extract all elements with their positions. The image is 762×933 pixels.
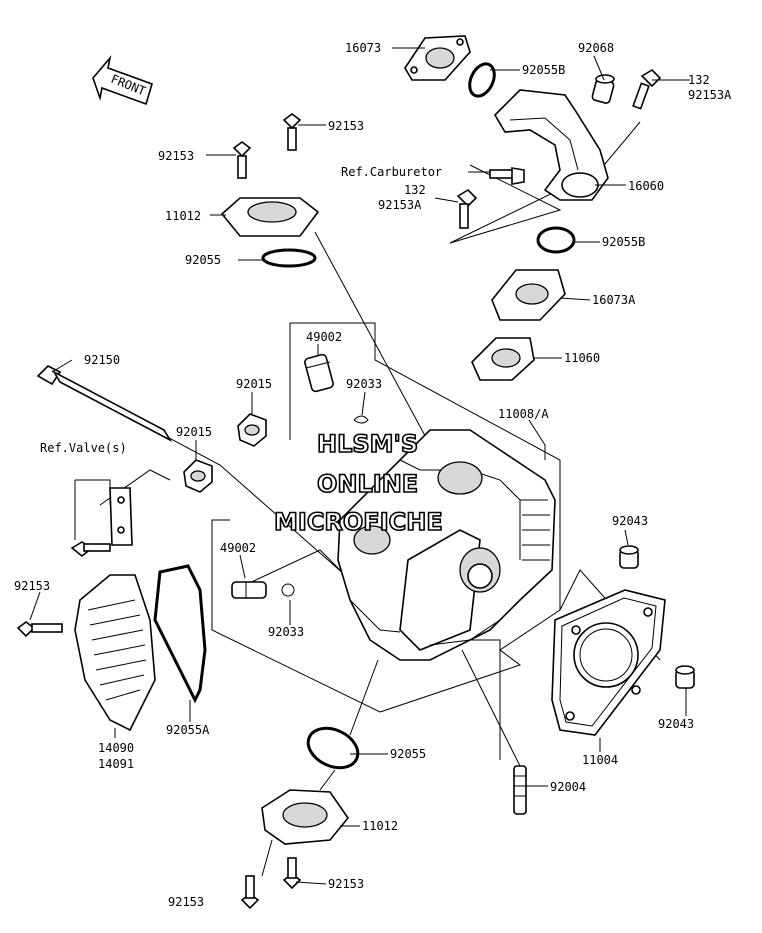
label-16073A: 16073A: [592, 293, 636, 307]
dowel-92043-b: [675, 665, 695, 689]
bolt-92153-bottom-b: [282, 857, 302, 890]
label-14091: 14091: [98, 757, 134, 771]
nut-92015-b: [183, 459, 213, 493]
bolt-92153A-right: [632, 68, 662, 110]
bolt-92153-bottom-a: [240, 875, 260, 910]
clip-92033-mid: [281, 583, 295, 597]
label-92015-a: 92015: [236, 377, 272, 391]
label-11012-top: 11012: [165, 209, 201, 223]
label-92055B-mid: 92055B: [602, 235, 645, 249]
label-49002-mid: 49002: [220, 541, 256, 555]
label-16073: 16073: [345, 41, 381, 55]
clip-92033-top: [353, 415, 369, 424]
leader-lines: [29, 47, 690, 909]
valve-bracket: [70, 487, 133, 558]
dowel-92068: [591, 74, 615, 104]
label-14090: 14090: [98, 741, 134, 755]
label-92153-top: 92153: [328, 119, 364, 133]
label-92068: 92068: [578, 41, 614, 55]
bolt-92150: [36, 365, 173, 443]
label-92153-bottom-a: 92153: [168, 895, 204, 909]
part-labels: 16073 92055B 92068 132 92153A 92153 9215…: [14, 41, 732, 909]
label-16060: 16060: [628, 179, 664, 193]
stud-92004: [513, 765, 527, 815]
label-ref-valves: Ref.Valve(s): [40, 441, 127, 455]
label-92055B-top: 92055B: [522, 63, 565, 77]
front-arrow-icon: FRONT: [92, 55, 153, 106]
label-92055-top: 92055: [185, 253, 221, 267]
oring-92055B-mid: [536, 226, 576, 254]
cap-11012-bottom: [261, 789, 350, 845]
label-11060: 11060: [564, 351, 600, 365]
tappet-49002-top: [304, 353, 334, 393]
label-92153A-a: 92153A: [688, 88, 732, 102]
watermark-line-1: HLSM'S: [317, 430, 418, 458]
cap-11012-top: [220, 197, 320, 237]
bolt-carburetor: [489, 167, 525, 185]
label-92055A: 92055A: [166, 723, 210, 737]
label-92043-a: 92043: [612, 514, 648, 528]
oring-92055B-top: [468, 62, 496, 98]
cylinder-head-11008: [337, 429, 556, 661]
label-92033-mid: 92033: [268, 625, 304, 639]
label-92033-top: 92033: [346, 377, 382, 391]
gasket-11004: [551, 589, 666, 736]
bolt-92153-top-center: [282, 113, 302, 151]
bolt-92153-cover: [16, 621, 63, 638]
label-92153-bottom-b: 92153: [328, 877, 364, 891]
label-92153-left: 92153: [158, 149, 194, 163]
watermark-line-3: MICROFICHE: [274, 508, 443, 536]
intake-pipe-16060: [493, 89, 609, 201]
label-11012-bottom: 11012: [362, 819, 398, 833]
watermark: HLSM'S ONLINE MICROFICHE: [273, 429, 443, 537]
flange-16073: [404, 35, 471, 81]
nut-92015-a: [237, 413, 267, 447]
label-92153-mid: 92153: [14, 579, 50, 593]
label-11008: 11008/A: [498, 407, 549, 421]
bolt-92153-top-left: [232, 141, 252, 179]
watermark-line-2: ONLINE: [317, 470, 418, 498]
oring-92055-top: [261, 248, 317, 268]
label-92043-b: 92043: [658, 717, 694, 731]
oring-92055-bottom: [306, 726, 360, 770]
dowel-92043-a: [619, 545, 639, 569]
label-92015-b: 92015: [176, 425, 212, 439]
gasket-92055A: [153, 564, 207, 704]
label-49002-top: 49002: [306, 330, 342, 344]
cover-14090: [74, 574, 156, 732]
label-132-a: 132: [688, 73, 710, 87]
label-92004: 92004: [550, 780, 586, 794]
label-92055-bottom: 92055: [390, 747, 426, 761]
label-ref-carburetor: Ref.Carburetor: [341, 165, 442, 179]
label-92153A-b: 92153A: [378, 198, 422, 212]
label-132-b: 132: [404, 183, 426, 197]
bolt-92153A-mid: [456, 188, 478, 229]
gasket-11060: [471, 337, 535, 381]
spacer-16073A: [491, 269, 566, 321]
label-92150: 92150: [84, 353, 120, 367]
label-11004: 11004: [582, 753, 618, 767]
tappet-49002-mid: [231, 581, 267, 599]
